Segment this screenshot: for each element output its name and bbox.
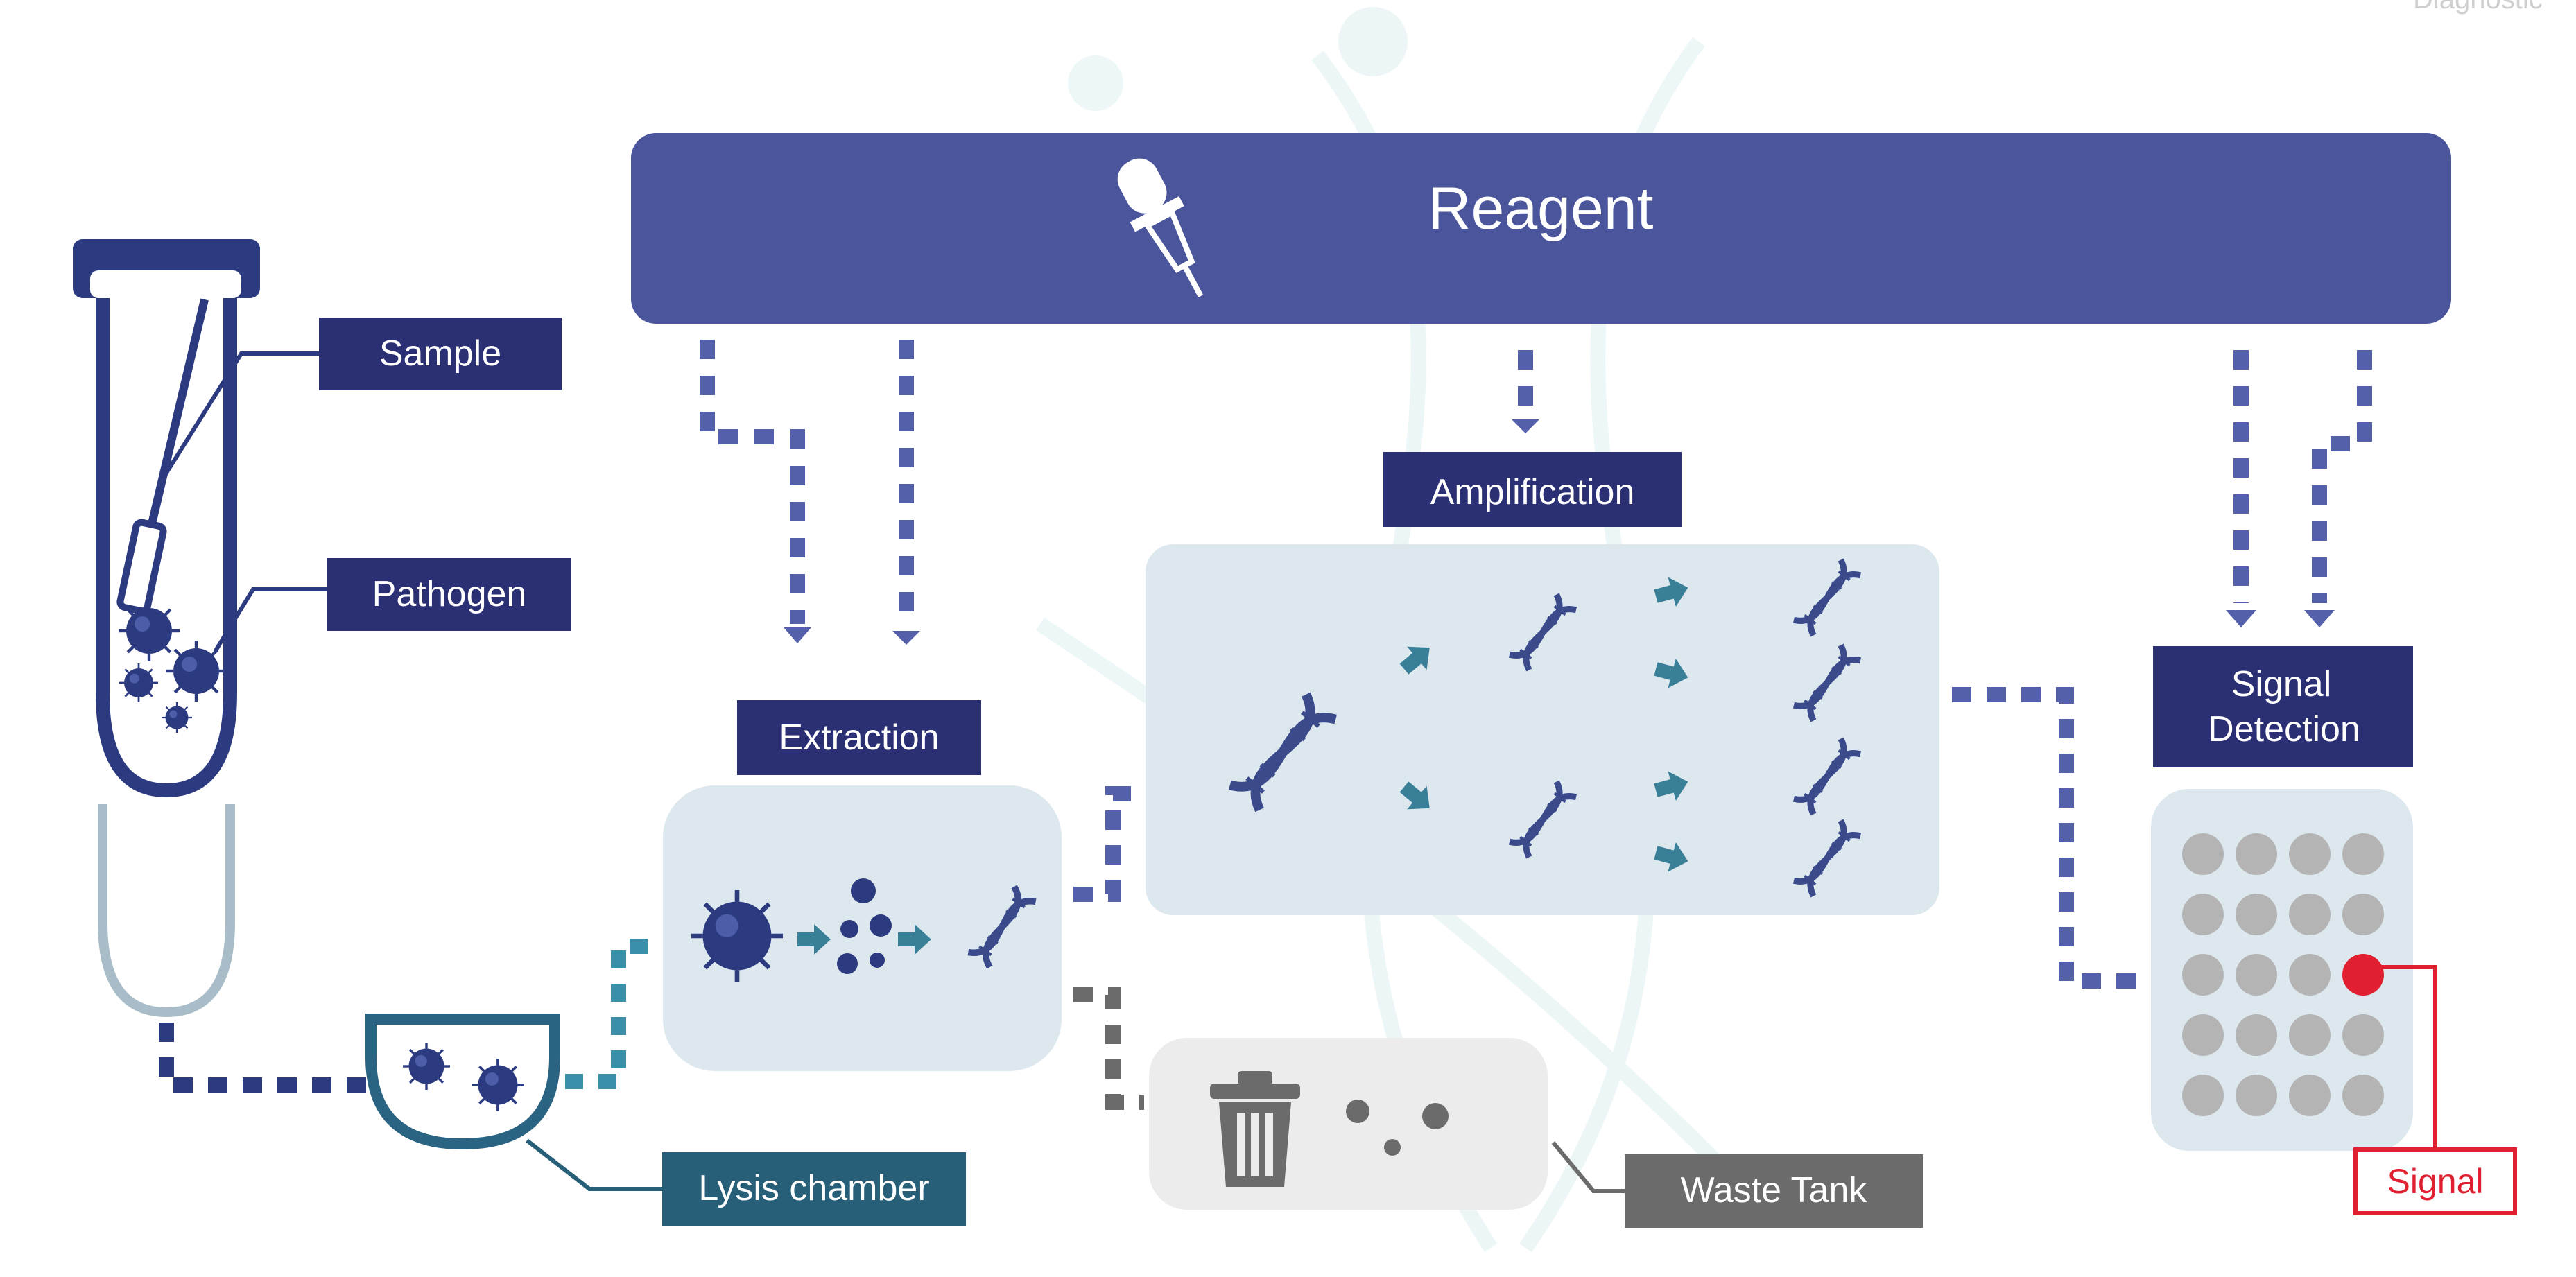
signal-label: Signal: [2353, 1147, 2517, 1215]
sample-leader: [161, 351, 319, 480]
empty-tube-icon: [98, 804, 235, 1018]
waste-tank-label: Waste Tank: [1625, 1154, 1923, 1228]
signal-detection-label: Signal Detection: [2153, 646, 2413, 767]
lysis-chamber-label: Lysis chamber: [662, 1152, 966, 1226]
lysis-leader: [526, 1138, 662, 1191]
signal-label-text: Signal: [2387, 1162, 2484, 1201]
waste-leader: [1551, 1141, 1626, 1193]
well-icon: [2289, 1014, 2331, 1056]
detection-wells: [2182, 833, 2384, 1116]
well-icon: [2289, 1075, 2331, 1116]
swab-icon: [116, 298, 209, 615]
amplification-label-text: Amplification: [1430, 472, 1635, 512]
well-icon: [2342, 833, 2384, 875]
well-icon: [2236, 894, 2277, 935]
amplification-label: Amplification: [1383, 452, 1682, 527]
well-icon: [2182, 894, 2224, 935]
extraction-pathogen-icon: [691, 890, 783, 982]
trash-icon: [1210, 1071, 1300, 1187]
well-icon: [2182, 954, 2224, 996]
sample-label-text: Sample: [379, 333, 501, 374]
amplification-panel: [1146, 544, 1939, 915]
well-icon: [2182, 1014, 2224, 1056]
pathogen-leader: [213, 587, 327, 653]
extraction-label: Extraction: [737, 700, 981, 775]
well-icon: [2342, 1014, 2384, 1056]
cell-debris-icon: [837, 878, 892, 974]
amplification-to-detection-line: [1952, 687, 2150, 989]
pathogen-label: Pathogen: [327, 558, 571, 631]
waste-panel: [1149, 1038, 1548, 1210]
extraction-to-waste-line: [1073, 987, 1144, 1110]
well-icon: [2236, 833, 2277, 875]
positive-well-icon: [2342, 954, 2384, 996]
well-icon: [2289, 894, 2331, 935]
waste-tank-label-text: Waste Tank: [1681, 1170, 1868, 1210]
sample-label: Sample: [319, 318, 562, 390]
lysis-chamber-label-text: Lysis chamber: [698, 1168, 929, 1208]
well-icon: [2289, 833, 2331, 875]
well-icon: [2182, 1075, 2224, 1116]
well-icon: [2236, 954, 2277, 996]
signal-detection-label-line1: Signal: [2231, 664, 2332, 704]
tube-to-lysis-line: [159, 1023, 368, 1093]
reagent-title: Reagent: [1428, 175, 1653, 242]
tube-icon: [73, 239, 260, 798]
feed-arrowheads: [784, 419, 2335, 645]
well-icon: [2236, 1014, 2277, 1056]
pathogen-icon: [119, 600, 227, 734]
detection-plate: [2151, 789, 2413, 1151]
reagent-band: [631, 133, 2451, 324]
pathogen-label-text: Pathogen: [372, 574, 527, 614]
signal-leader: [2361, 965, 2437, 1147]
well-icon: [2182, 833, 2224, 875]
lysis-chamber-icon: [365, 1014, 560, 1150]
well-icon: [2289, 954, 2331, 996]
extraction-panel: [663, 785, 1062, 1071]
well-icon: [2342, 1075, 2384, 1116]
debris-icon: [1346, 1100, 1449, 1156]
well-icon: [2342, 894, 2384, 935]
dropper-icon: [1117, 158, 1204, 298]
signal-detection-label-line2: Detection: [2208, 709, 2360, 749]
extraction-to-amplification-line: [1073, 786, 1144, 902]
corner-watermark-text: Diagnostic: [2413, 0, 2543, 15]
reagent-feed-lines: [700, 340, 2372, 627]
extraction-label-text: Extraction: [779, 718, 939, 758]
well-icon: [2236, 1075, 2277, 1116]
lysis-to-extraction-line: [565, 939, 662, 1089]
